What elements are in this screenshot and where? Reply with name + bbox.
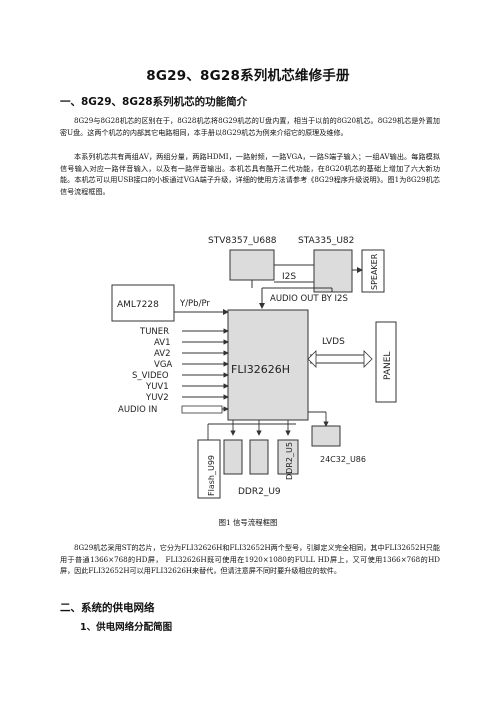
page-title: 8G29、8G28系列机芯维修手册 bbox=[146, 68, 350, 84]
ypbpr-label: Y/Pb/Pr bbox=[179, 299, 210, 309]
sta335-box bbox=[313, 249, 353, 293]
input-audio-in: AUDIO IN bbox=[118, 405, 157, 415]
figure-caption: 图1 信号流程框图 bbox=[218, 518, 278, 527]
section2-heading: 二、系统的供电网络 bbox=[60, 602, 155, 614]
stv8357-box bbox=[229, 249, 275, 281]
input-yuv2: YUV2 bbox=[145, 393, 169, 403]
input-svideo: S_VIDEO bbox=[132, 371, 169, 381]
i2s-label: I2S bbox=[282, 272, 296, 282]
chip-description-paragraph: 8G29机芯采用ST的芯片，它分为FLI32626H和FLI32652H两个型号… bbox=[60, 543, 440, 575]
input-vga: VGA bbox=[154, 360, 172, 370]
flash-label: Flash_U99 bbox=[207, 455, 216, 496]
flash-box bbox=[197, 439, 221, 499]
ddr2-u5-label: DDR2_U5 bbox=[285, 442, 294, 480]
lvds-label: LVDS bbox=[322, 337, 345, 347]
sta335-label: STA335_U82 bbox=[298, 236, 354, 246]
aml7228-label: AML7228 bbox=[117, 300, 159, 310]
input-av2: AV2 bbox=[154, 349, 171, 359]
ddr2-u9-left-box bbox=[223, 439, 243, 475]
signal-flow-diagram: STV8357_U688 STA335_U82 SPEAKER I2S AUDI… bbox=[100, 230, 400, 514]
stv8357-label: STV8357_U688 bbox=[208, 236, 277, 246]
input-list: TUNER AV1 AV2 VGA S_VIDEO YUV1 YUV2 AUDI… bbox=[118, 327, 172, 415]
panel-box bbox=[375, 321, 397, 403]
eeprom-label: 24C32_U86 bbox=[320, 455, 366, 464]
section1-paragraph-1: 8G29与8G28机芯的区别在于，8G28机芯将8G29机芯的U盘内置，相当于以… bbox=[60, 116, 440, 137]
section2-subheading: 1、供电网络分配简图 bbox=[80, 622, 173, 633]
panel-label: PANEL bbox=[383, 352, 393, 380]
ddr2-u9-right-box bbox=[249, 439, 269, 475]
speaker-label: SPEAKER bbox=[370, 253, 379, 290]
section1-paragraph-2: 本系列机芯共有两组AV，两组分量，两路HDMI，一路射频，一路VGA，一路S端子… bbox=[60, 152, 440, 196]
audio-out-label: AUDIO OUT BY I2S bbox=[270, 294, 348, 304]
fli32626h-label: FLI32626H bbox=[231, 363, 290, 376]
aml7228-box bbox=[111, 284, 175, 322]
eeprom-box bbox=[311, 425, 341, 447]
input-yuv1: YUV1 bbox=[145, 382, 169, 392]
section1-heading: 一、8G29、8G28系列机芯的功能简介 bbox=[60, 96, 248, 108]
input-av1: AV1 bbox=[154, 338, 171, 348]
ddr2-u5-box bbox=[277, 439, 299, 475]
fli32626h-box bbox=[227, 309, 309, 421]
ddr2-u9-label: DDR2_U9 bbox=[238, 487, 281, 497]
input-tuner: TUNER bbox=[139, 327, 169, 337]
